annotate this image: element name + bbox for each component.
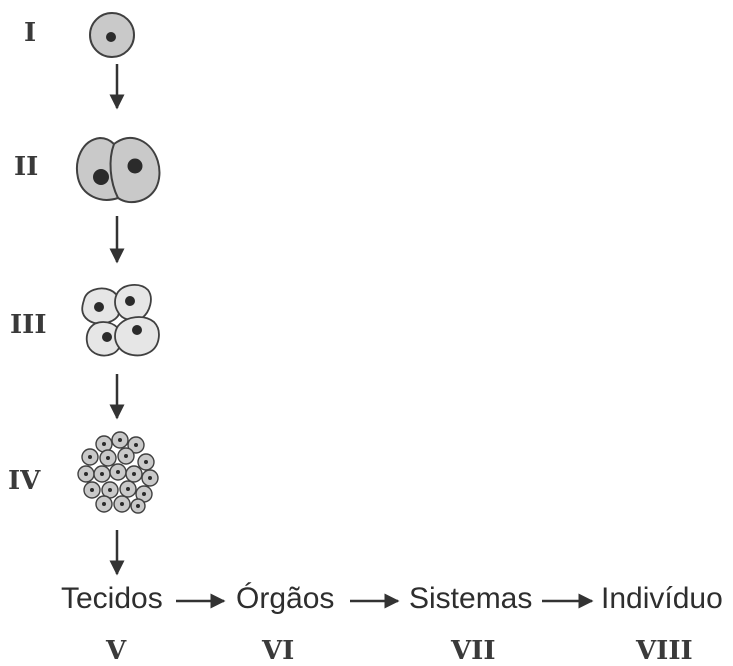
- word-sistemas: Sistemas: [409, 582, 533, 615]
- word-tecidos: Tecidos: [61, 582, 163, 615]
- stage-label-4: IV: [8, 466, 41, 496]
- stage-label-1: I: [24, 18, 37, 48]
- zygote-cell: [89, 12, 135, 58]
- stage-label-8: VIII: [636, 636, 693, 666]
- stage-label-6: VI: [262, 636, 295, 666]
- stage-label-7: VII: [451, 636, 496, 666]
- stage-label-3: III: [10, 310, 47, 340]
- four-cell-stage: [81, 284, 160, 357]
- stage-label-2: II: [14, 152, 39, 182]
- word-orgaos: Órgãos: [236, 582, 335, 615]
- stage-label-5: V: [106, 636, 127, 666]
- word-individuo: Indivíduo: [601, 582, 723, 615]
- morula-stage: [77, 431, 159, 514]
- two-cell-stage: [76, 136, 161, 204]
